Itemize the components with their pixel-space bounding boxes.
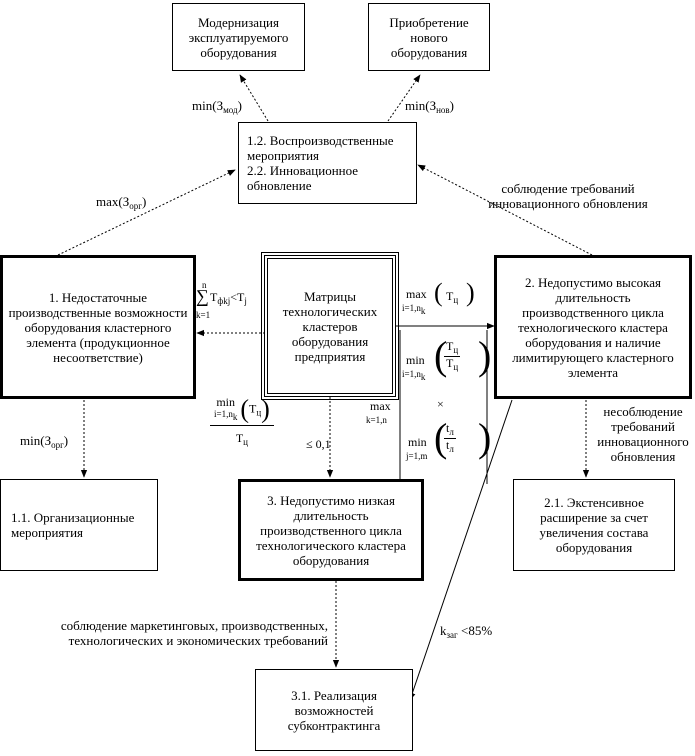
arrow-toohigh-to-subcontracting (409, 399, 513, 701)
label-min-org: min(Зорг) (20, 433, 69, 450)
formula-min-ratio: min i=1,nk ( Tц Tц ) (402, 333, 492, 383)
box-organizational-label: 1.1. Организационные мероприятия (11, 510, 135, 540)
arrow-insufficient-to-reproduction (57, 169, 236, 256)
box-insufficient: 1. Недостаточные производственные возмож… (0, 255, 196, 399)
box-too-high-label: 2. Недопустимо высокая длительность прои… (512, 274, 674, 380)
label-min-new: min(Знов) (405, 98, 455, 115)
box-too-high: 2. Недопустимо высокая длительность прои… (494, 255, 692, 399)
box-extensive-label: 2.1. Экстенсивное расширение за счет уве… (539, 495, 649, 555)
label-kzag: kзаг <85% (440, 623, 493, 640)
arrow-toohigh-to-reproduction (417, 164, 593, 256)
box-acquisition: Приобретение нового оборудования (368, 3, 490, 71)
label-marketing-requirements: соблюдение маркетинговых, производственн… (60, 618, 328, 648)
box-matrices: Матрицы технологических кластеров оборуд… (261, 252, 399, 400)
box-reproduction-label: 1.2. Воспроизводственные мероприятия 2.2… (247, 133, 394, 193)
box-modernization: Модернизация эксплуатируемого оборудован… (172, 3, 305, 71)
box-acquisition-label: Приобретение нового оборудования (389, 14, 469, 60)
formula-sum-condition: n ∑ k=1 Tфkj<Tj (196, 280, 247, 320)
box-subcontracting: 3.1. Реализация возможностей субконтракт… (255, 669, 413, 751)
box-reproduction: 1.2. Воспроизводственные мероприятия 2.2… (238, 122, 417, 204)
box-too-low: 3. Недопустимо низкая длительность произ… (238, 479, 424, 581)
arrow-to-modernization (239, 74, 269, 122)
box-matrices-label: Матрицы технологических кластеров оборуд… (282, 288, 378, 364)
label-innovation-noncompliance: несоблюдение требований инновационного о… (597, 404, 689, 464)
label-min-mod: min(Змод) (192, 98, 242, 115)
box-extensive: 2.1. Экстенсивное расширение за счет уве… (513, 479, 675, 571)
box-too-low-label: 3. Недопустимо низкая длительность произ… (256, 492, 406, 568)
formula-min-t-ratio: min j=1,m ( tл tл ) (406, 415, 492, 462)
arrow-to-acquisition (387, 74, 421, 122)
box-insufficient-label: 1. Недостаточные производственные возмож… (8, 289, 188, 365)
formula-low-condition: min i=1,nk (Tц) Tц ≤ 0,1 (210, 396, 331, 476)
formula-max-k: max k=1,n (366, 399, 391, 425)
box-modernization-label: Модернизация эксплуатируемого оборудован… (188, 14, 289, 60)
formula-times: × (437, 397, 444, 411)
label-innovation-compliance: соблюдение требований инновационного обн… (488, 181, 648, 211)
formula-max-cycle: max i=1,nk ( Tц ) (402, 278, 475, 317)
label-max-org: max(Зорг) (96, 194, 147, 211)
box-organizational: 1.1. Организационные мероприятия (0, 479, 158, 571)
box-subcontracting-label: 3.1. Реализация возможностей субконтракт… (287, 687, 381, 733)
